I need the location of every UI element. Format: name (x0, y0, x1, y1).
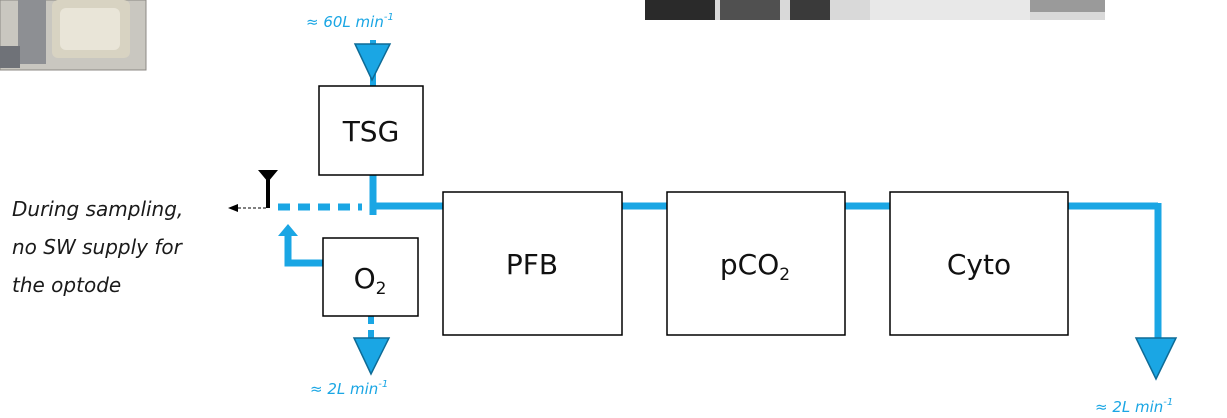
box-label-tsg: TSG (342, 115, 400, 148)
arrow-left-icon (228, 204, 268, 212)
photo-thumbnail-right (645, 0, 1105, 20)
box-tsg: TSG (318, 85, 424, 176)
pipe-network (278, 40, 1162, 346)
box-label-cyto: Cyto (947, 248, 1011, 281)
box-cyto: Cyto (889, 191, 1069, 336)
box-pfb: PFB (442, 191, 623, 336)
pipe-o2-feed (284, 236, 323, 267)
photo-thumbnail-left (0, 0, 147, 71)
box-label-pfb: PFB (506, 248, 558, 281)
arrow-head-icon-o2-feed (278, 224, 298, 236)
box-pco2: pCO2 (666, 191, 846, 336)
flow-triangle-icon-inlet (353, 43, 392, 82)
valve-icon (258, 170, 278, 208)
flow-triangle-icon-final-outlet (1134, 337, 1178, 381)
note-line-2: no SW supply for (12, 235, 184, 259)
box-label-o2: O2 (354, 262, 387, 299)
flow-triangle-icon-o2-outlet (352, 337, 391, 376)
box-o2: O2 (322, 237, 419, 317)
note-line-3: the optode (12, 273, 121, 297)
box-label-pco2: pCO2 (720, 248, 790, 285)
flow-label-inlet: ≈ 60L min-1 (306, 12, 394, 31)
flow-label-final-outlet: ≈ 2L min-1 (1095, 397, 1173, 416)
sampling-note: During sampling, no SW supply for the op… (12, 197, 184, 297)
note-line-1: During sampling, (12, 197, 183, 221)
flow-label-o2-outlet: ≈ 2L min-1 (310, 379, 388, 398)
